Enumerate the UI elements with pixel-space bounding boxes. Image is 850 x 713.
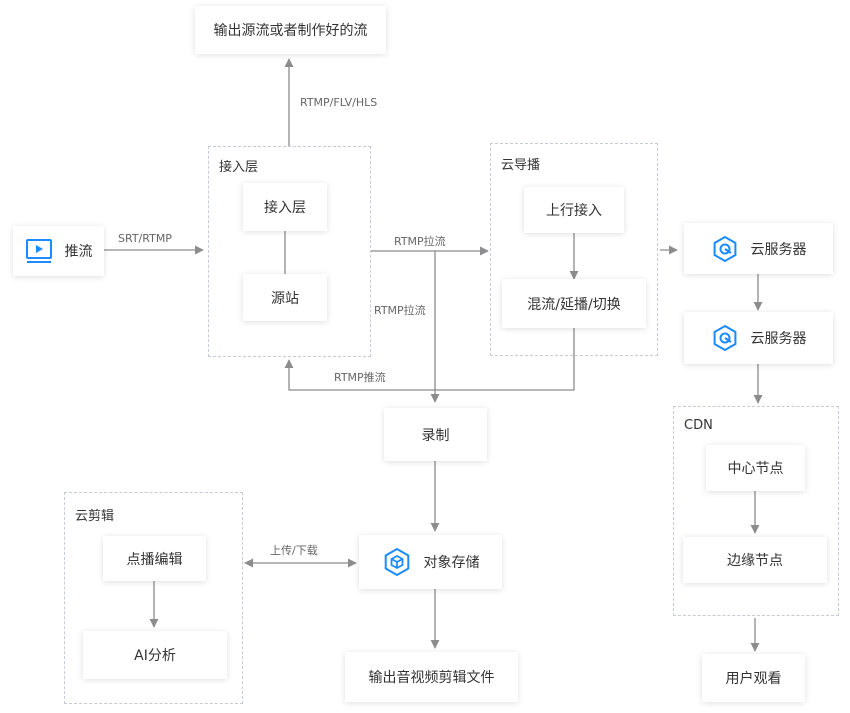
node-object-storage: 对象存储 bbox=[359, 535, 502, 589]
edge-label-rtmp-flv-hls: RTMP/FLV/HLS bbox=[300, 96, 378, 109]
node-cloud-server-1: 云服务器 bbox=[684, 223, 833, 274]
node-vod-edit: 点播编辑 bbox=[103, 536, 206, 581]
video-play-icon bbox=[25, 237, 53, 265]
node-origin: 源站 bbox=[243, 274, 327, 321]
node-ai-analysis: AI分析 bbox=[83, 631, 227, 679]
node-push-label: 推流 bbox=[64, 244, 93, 260]
node-vod-edit-label: 点播编辑 bbox=[126, 551, 183, 568]
node-output-av-label: 输出音视频剪辑文件 bbox=[368, 670, 495, 686]
node-access-inner: 接入层 bbox=[243, 183, 327, 231]
node-record-label: 录制 bbox=[421, 427, 450, 444]
edge-director-push-back bbox=[284, 328, 575, 391]
group-title-cloud-edit: 云剪辑 bbox=[75, 509, 115, 524]
node-access-inner-label: 接入层 bbox=[264, 200, 306, 216]
node-cloud-server-2-label: 云服务器 bbox=[750, 331, 807, 347]
node-upstream-access-label: 上行接入 bbox=[546, 203, 602, 219]
edge-label-srt-rtmp: SRT/RTMP bbox=[118, 232, 172, 245]
group-cloud-edit: 云剪辑 bbox=[64, 492, 243, 704]
node-center-label: 中心节点 bbox=[727, 461, 784, 477]
node-push: 推流 bbox=[13, 226, 104, 276]
cloud-server-icon bbox=[711, 235, 739, 263]
node-origin-label: 源站 bbox=[271, 290, 299, 307]
node-ai-analysis-label: AI分析 bbox=[134, 648, 176, 664]
node-upstream-access: 上行接入 bbox=[524, 187, 624, 233]
node-output-stream: 输出源流或者制作好的流 bbox=[195, 6, 386, 54]
node-mix: 混流/延播/切换 bbox=[502, 279, 646, 328]
node-cloud-server-1-label: 云服务器 bbox=[750, 241, 807, 258]
edge-label-upload-download: 上传/下载 bbox=[270, 544, 318, 557]
group-cdn: CDN bbox=[673, 406, 839, 616]
group-title-cloud-director: 云导播 bbox=[501, 158, 541, 173]
node-object-storage-label: 对象存储 bbox=[423, 555, 480, 571]
edge-label-rtmp-pull-2: RTMP拉流 bbox=[374, 304, 426, 317]
node-user-watch: 用户观看 bbox=[702, 654, 805, 702]
node-mix-label: 混流/延播/切换 bbox=[527, 296, 621, 313]
node-center: 中心节点 bbox=[706, 445, 805, 491]
storage-cube-icon bbox=[382, 547, 412, 577]
node-record: 录制 bbox=[384, 408, 487, 461]
edge-label-rtmp-pull-1: RTMP拉流 bbox=[394, 235, 446, 248]
group-title-cdn: CDN bbox=[684, 418, 713, 433]
edge-label-rtmp-push: RTMP推流 bbox=[334, 371, 386, 384]
node-edge-label: 边缘节点 bbox=[727, 553, 783, 569]
cloud-server-icon bbox=[711, 324, 739, 352]
node-user-watch-label: 用户观看 bbox=[725, 671, 782, 687]
group-cloud-director: 云导播 bbox=[490, 143, 658, 356]
node-edge: 边缘节点 bbox=[683, 537, 827, 583]
node-output-av: 输出音视频剪辑文件 bbox=[345, 652, 518, 702]
group-title-access-layer: 接入层 bbox=[219, 160, 259, 175]
group-access-layer: 接入层 bbox=[208, 146, 371, 357]
node-output-stream-label: 输出源流或者制作好的流 bbox=[213, 23, 368, 39]
node-cloud-server-2: 云服务器 bbox=[684, 312, 833, 364]
